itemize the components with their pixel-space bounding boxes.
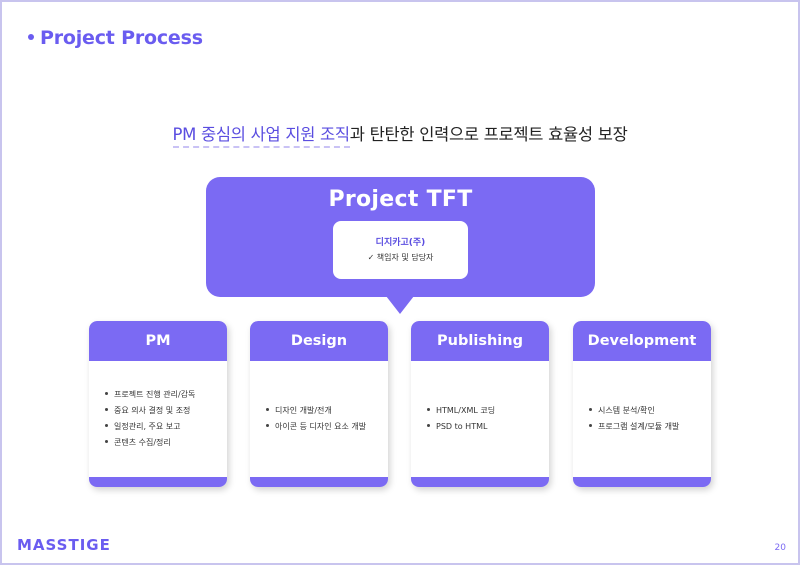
list-item: 디자인 개발/전개	[266, 403, 388, 419]
headline-rest: 과 탄탄한 인력으로 프로젝트 효율성 보장	[349, 125, 628, 144]
bullet-icon	[427, 408, 430, 411]
headline-highlight: PM 중심의 사업 지원 조직	[172, 125, 350, 148]
column-title: Development	[573, 321, 711, 361]
tft-company: 디지카고(주)	[375, 238, 426, 248]
list-item-text: 일정관리, 주요 보고	[114, 422, 181, 431]
bullet-icon	[427, 424, 430, 427]
column-footer-bar	[411, 477, 549, 487]
list-item: PSD to HTML	[427, 419, 549, 435]
list-item: 프로젝트 진행 관리/감독	[105, 387, 227, 403]
bullet-icon	[589, 424, 592, 427]
column-footer-bar	[250, 477, 388, 487]
list-item: 시스템 분석/확인	[589, 403, 711, 419]
list-item-text: 중요 의사 결정 및 조정	[114, 406, 191, 415]
column-footer-bar	[89, 477, 227, 487]
column-body: 디자인 개발/전개 아이콘 등 디자인 요소 개발	[250, 361, 388, 477]
list-item-text: 콘텐츠 수집/정리	[114, 438, 171, 447]
list-item: 중요 의사 결정 및 조정	[105, 403, 227, 419]
list-item-text: 디자인 개발/전개	[275, 406, 332, 415]
column-body: HTML/XML 코딩 PSD to HTML	[411, 361, 549, 477]
list-item-text: 프로젝트 진행 관리/감독	[114, 390, 196, 399]
list-item-text: 프로그램 설계/모듈 개발	[598, 422, 680, 431]
column-pm: PM 프로젝트 진행 관리/감독 중요 의사 결정 및 조정 일정관리, 주요 …	[89, 321, 227, 487]
list-item-text: 시스템 분석/확인	[598, 406, 655, 415]
list-item-text: 아이콘 등 디자인 요소 개발	[275, 422, 367, 431]
tft-title: Project TFT	[328, 187, 473, 212]
title-bullet-icon	[28, 33, 34, 40]
list-item: 일정관리, 주요 보고	[105, 419, 227, 435]
list-item: HTML/XML 코딩	[427, 403, 549, 419]
bullet-icon	[105, 424, 108, 427]
list-item-text: HTML/XML 코딩	[436, 406, 496, 415]
list-item: 콘텐츠 수집/정리	[105, 435, 227, 451]
list-item: 프로그램 설계/모듈 개발	[589, 419, 711, 435]
bullet-icon	[266, 424, 269, 427]
list-item: 아이콘 등 디자인 요소 개발	[266, 419, 388, 435]
column-design: Design 디자인 개발/전개 아이콘 등 디자인 요소 개발	[250, 321, 388, 487]
column-publishing: Publishing HTML/XML 코딩 PSD to HTML	[411, 321, 549, 487]
column-development: Development 시스템 분석/확인 프로그램 설계/모듈 개발	[573, 321, 711, 487]
bullet-icon	[105, 408, 108, 411]
bullet-icon	[589, 408, 592, 411]
page-number: 20	[774, 543, 786, 553]
column-body: 시스템 분석/확인 프로그램 설계/모듈 개발	[573, 361, 711, 477]
tft-company-card: 디지카고(주) ✓ 책임자 및 담당자	[333, 221, 468, 279]
bullet-icon	[266, 408, 269, 411]
column-title: Design	[250, 321, 388, 361]
headline: PM 중심의 사업 지원 조직과 탄탄한 인력으로 프로젝트 효율성 보장	[0, 121, 800, 148]
column-body: 프로젝트 진행 관리/감독 중요 의사 결정 및 조정 일정관리, 주요 보고 …	[89, 361, 227, 477]
page-title: Project Process	[28, 27, 203, 49]
column-footer-bar	[573, 477, 711, 487]
bullet-icon	[105, 392, 108, 395]
column-title: PM	[89, 321, 227, 361]
page-title-text: Project Process	[40, 27, 203, 49]
bullet-icon	[105, 440, 108, 443]
list-item-text: PSD to HTML	[436, 422, 488, 431]
masstige-logo: MASSTIGE	[17, 536, 111, 554]
tft-pointer-arrow	[386, 296, 414, 314]
tft-role: ✓ 책임자 및 담당자	[367, 253, 434, 262]
column-title: Publishing	[411, 321, 549, 361]
project-tft-box: Project TFT 디지카고(주) ✓ 책임자 및 담당자	[206, 177, 595, 297]
